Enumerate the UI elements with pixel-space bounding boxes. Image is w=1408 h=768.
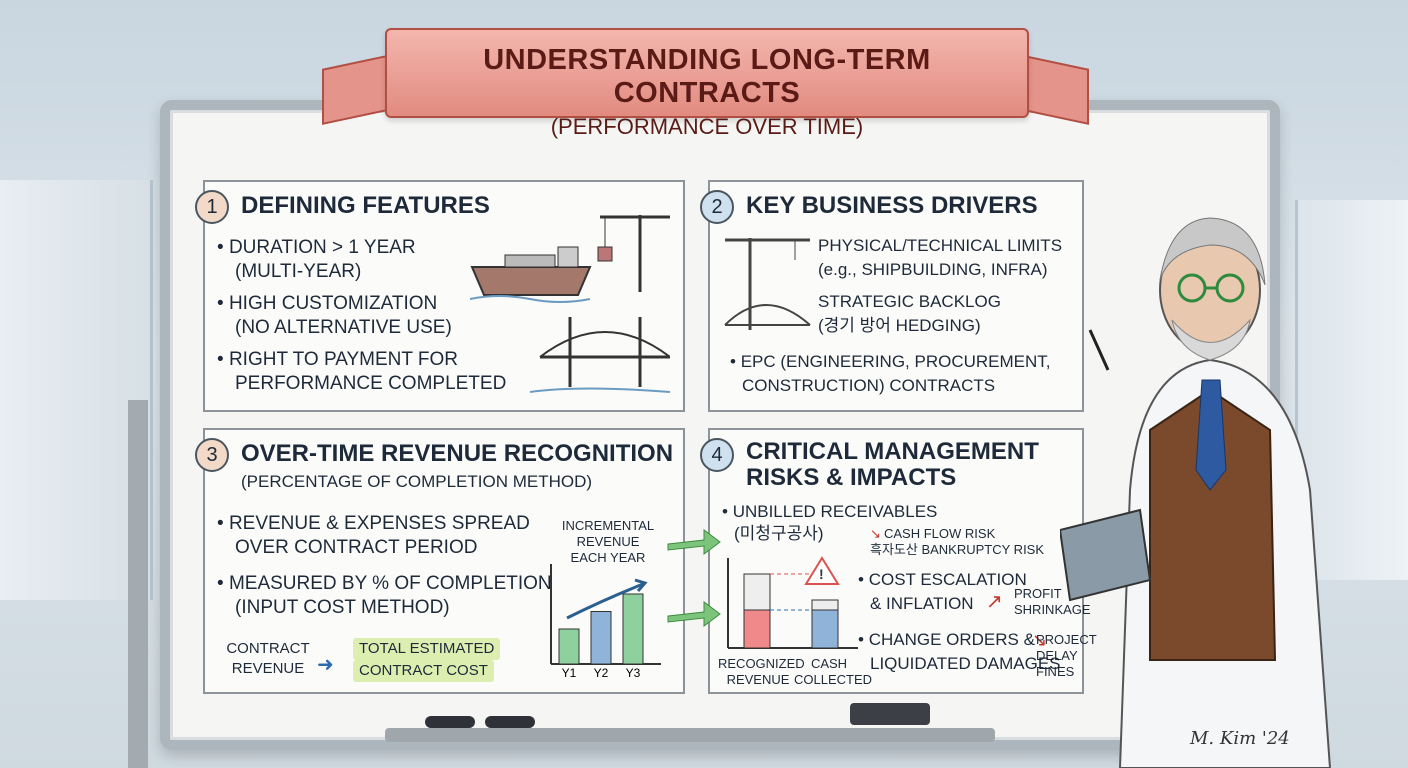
revenue-2-line1: MEASURED BY % OF COMPLETION xyxy=(217,572,552,596)
bar-label-y3: Y3 xyxy=(626,666,641,678)
panel-management-risks: 4 CRITICAL MANAGEMENT RISKS & IMPACTS UN… xyxy=(700,428,1097,694)
delay-fines-line3: FINES xyxy=(1036,664,1075,679)
feature-2-line2: (NO ALTERNATIVE USE) xyxy=(235,317,452,338)
up-arrow-icon: ↗ xyxy=(986,591,1003,613)
panel-key-drivers: 2 KEY BUSINESS DRIVERS PHYSICAL/TECHNICA… xyxy=(700,180,1084,412)
panel-4-number: 4 xyxy=(700,438,734,472)
page-title: UNDERSTANDING LONG-TERM CONTRACTS xyxy=(483,44,931,109)
presenter-figure xyxy=(1060,217,1332,768)
delay-fines-line1: PROJECT xyxy=(1036,632,1097,647)
feature-1-line1: DURATION > 1 YEAR xyxy=(217,236,416,260)
profit-shrinkage-line2: SHRINKAGE xyxy=(1014,602,1091,617)
crane-bridge-icon xyxy=(724,238,811,330)
marker-2 xyxy=(485,716,535,728)
panel-3-subheading: (PERCENTAGE OF COMPLETION METHOD) xyxy=(241,472,593,491)
driver-3-line2: CONSTRUCTION) CONTRACTS xyxy=(742,376,996,395)
eraser xyxy=(850,703,930,725)
formula-right-line2: CONTRACT COST xyxy=(353,660,494,682)
driver-2-line1: STRATEGIC BACKLOG xyxy=(818,292,1001,311)
board-stand xyxy=(128,400,148,768)
bar-label-y2: Y2 xyxy=(594,666,609,678)
panel-4-heading-line1: CRITICAL MANAGEMENT xyxy=(746,438,1039,465)
formula-left-line1: CONTRACT xyxy=(226,640,310,657)
unbilled-line2: (미청구공사) xyxy=(734,524,824,543)
bar-y3 xyxy=(622,593,644,665)
formula-arrow-icon: ➜ xyxy=(317,654,334,676)
artist-signature: M. Kim '24 xyxy=(1190,728,1290,749)
bankruptcy-risk: 흑자도산 BANKRUPTCY RISK xyxy=(870,542,1045,557)
bar-y2 xyxy=(590,611,612,665)
recognized-revenue-line2: REVENUE xyxy=(726,672,790,687)
window-right xyxy=(1295,200,1408,580)
bar-label-y1: Y1 xyxy=(562,666,577,678)
profit-shrinkage-line1: PROFIT xyxy=(1014,586,1062,601)
change-orders-line1: CHANGE ORDERS & xyxy=(858,628,1035,652)
page-subtitle: (PERFORMANCE OVER TIME) xyxy=(550,114,864,139)
down-right-arrow-icon: ↘ xyxy=(1032,630,1048,650)
revenue-1-line2: OVER CONTRACT PERIOD xyxy=(235,537,478,558)
formula-right-line1: TOTAL ESTIMATED xyxy=(353,638,501,660)
panel-3-heading: OVER-TIME REVENUE RECOGNITION xyxy=(241,440,674,467)
chart-label-line2: REVENUE xyxy=(576,534,640,549)
feature-1-line2: (MULTI-YEAR) xyxy=(235,261,362,282)
chart-label-line1: INCREMENTAL xyxy=(561,518,655,533)
connector-arrows-icon xyxy=(667,529,721,627)
down-arrow-icon: ↘ xyxy=(870,526,881,541)
panel-revenue-recognition: 3 OVER-TIME REVENUE RECOGNITION (PERCENT… xyxy=(195,428,685,694)
title-ribbon: UNDERSTANDING LONG-TERM CONTRACTS (PERFO… xyxy=(385,28,1029,139)
marker-1 xyxy=(425,716,475,728)
panel-1-heading: DEFINING FEATURES xyxy=(241,192,490,219)
formula-left-line2: REVENUE xyxy=(231,660,305,677)
revenue-vs-cash-chart xyxy=(727,556,858,649)
driver-2-line2: (경기 방어 HEDGING) xyxy=(818,316,981,335)
panel-2-heading: KEY BUSINESS DRIVERS xyxy=(746,192,1038,219)
window-left xyxy=(0,180,153,600)
panel-4-heading-line2: RISKS & IMPACTS xyxy=(746,464,957,491)
change-orders-line2: LIQUIDATED DAMAGES xyxy=(870,654,1061,673)
driver-1-line1: PHYSICAL/TECHNICAL LIMITS xyxy=(818,236,1063,255)
feature-3-line1: RIGHT TO PAYMENT FOR xyxy=(217,348,458,372)
ship-crane-bridge-icon xyxy=(470,215,670,393)
panel-1-number: 1 xyxy=(195,190,229,224)
panel-3-number: 3 xyxy=(195,438,229,472)
cash-collected-line2: COLLECTED xyxy=(794,672,873,687)
revenue-1-line1: REVENUE & EXPENSES SPREAD xyxy=(217,512,530,536)
marker-tray xyxy=(385,728,995,742)
panel-2-number: 2 xyxy=(700,190,734,224)
warning-icon: ! xyxy=(819,566,824,582)
feature-2-line1: HIGH CUSTOMIZATION xyxy=(217,292,437,316)
chart-label-line3: EACH YEAR xyxy=(570,550,646,565)
delay-fines-line2: DELAY xyxy=(1036,648,1078,663)
recognized-revenue-line1: RECOGNIZED xyxy=(718,656,805,671)
cost-escalation-line1: COST ESCALATION xyxy=(858,568,1027,592)
driver-3-line1: EPC (ENGINEERING, PROCUREMENT, xyxy=(730,350,1051,374)
feature-3-line2: PERFORMANCE COMPLETED xyxy=(235,373,507,394)
revenue-2-line2: (INPUT COST METHOD) xyxy=(235,597,450,618)
panel-defining-features: 1 DEFINING FEATURES DURATION > 1 YEAR (M… xyxy=(195,180,685,412)
driver-1-line2: (e.g., SHIPBUILDING, INFRA) xyxy=(818,260,1048,279)
unbilled-line1: UNBILLED RECEIVABLES xyxy=(722,500,938,524)
incremental-revenue-chart: Y1 Y2 Y3 xyxy=(550,564,661,678)
cash-flow-risk: CASH FLOW RISK xyxy=(884,526,996,541)
cash-collected-line1: CASH xyxy=(810,656,848,671)
bar-y1 xyxy=(558,628,580,665)
cost-escalation-line2: & INFLATION xyxy=(870,594,974,613)
